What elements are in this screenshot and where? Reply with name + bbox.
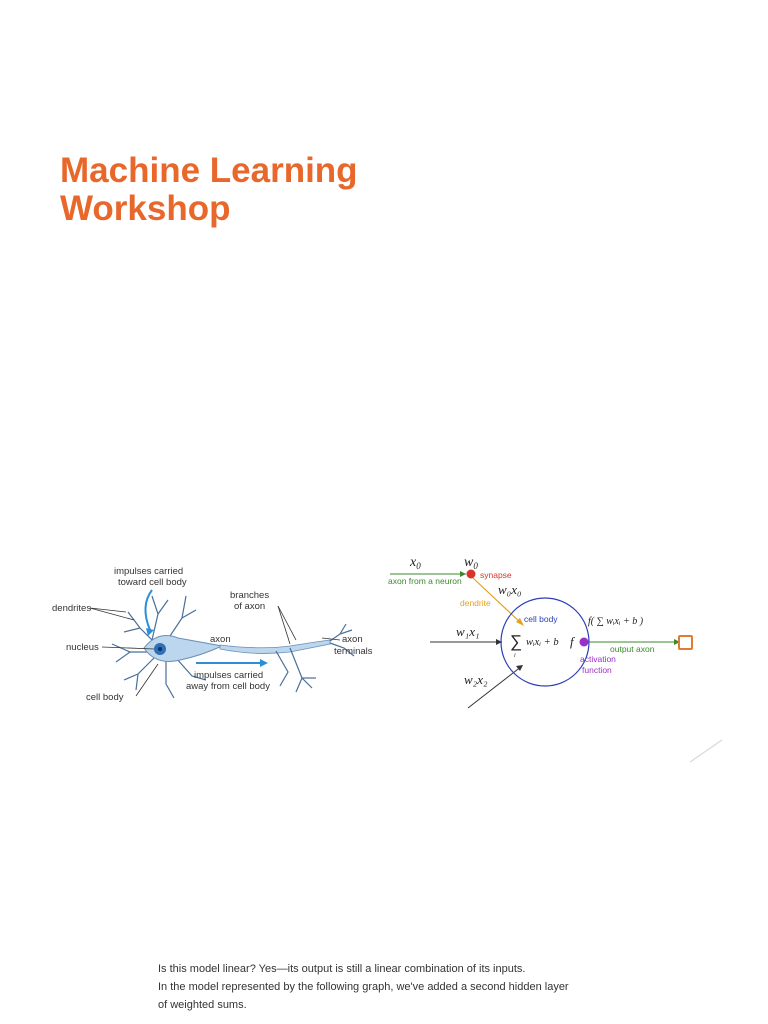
label-axon-from-neuron: axon from a neuron (388, 576, 462, 586)
label-w2x2: w₂x₂ (464, 672, 488, 687)
label-w1x1: w₁x₁ (456, 624, 479, 639)
title-line-1: Machine Learning (60, 151, 358, 190)
label-impulses-toward: impulses carried toward cell body (114, 566, 187, 588)
impulse-toward-arrow (144, 589, 153, 631)
label-axon-terminals: axon terminals (334, 634, 373, 657)
label-dendrites: dendrites (52, 603, 91, 614)
label-synapse: synapse (480, 570, 512, 580)
neuron-diagram: impulses carried toward cell body branch… (52, 566, 373, 703)
dendrite-branches (111, 595, 207, 699)
axon-terminal-branches (275, 623, 355, 693)
page-title: Machine Learning Workshop (60, 152, 358, 228)
caption-line-2: In the model represented by the followin… (158, 981, 569, 993)
label-activation-expression: f( ∑ wᵢxᵢ + b ) (588, 616, 644, 627)
neuron-model-diagram: x0 w0 axon from a neuron synapse w₀x₀ de… (388, 555, 680, 709)
label-x0: x0 (409, 555, 421, 571)
label-w0: w0 (464, 555, 478, 571)
axon-shape (219, 639, 331, 654)
label-cell-body: cell body (86, 692, 124, 703)
label-sum-symbol: ∑ (510, 632, 522, 651)
activation-dot (579, 637, 589, 647)
label-nucleus: nucleus (66, 642, 99, 653)
label-w0x0: w₀x₀ (498, 582, 521, 597)
caption-line-3: of weighted sums. (158, 999, 247, 1011)
label-dendrite: dendrite (460, 598, 491, 608)
label-axon: axon (210, 634, 231, 645)
label-impulses-away: impulses carried away from cell body (186, 670, 270, 692)
leader-lines (89, 605, 341, 697)
label-activation-function: activation function (580, 654, 618, 675)
label-f: f (570, 634, 576, 649)
checkbox[interactable] (678, 635, 693, 650)
title-line-2: Workshop (60, 189, 231, 228)
caption-line-1: Is this model linear? Yes—its output is … (158, 963, 526, 975)
label-output-axon: output axon (610, 644, 655, 654)
label-sum-expression: wᵢxᵢ + b (526, 637, 559, 648)
label-cell-body: cell body (524, 614, 558, 624)
pen-stroke-mark (689, 739, 723, 763)
label-branches: branches of axon (230, 590, 272, 612)
caption-text: Is this model linear? Yes—its output is … (158, 960, 628, 1014)
dendrite-line (472, 577, 523, 625)
label-sum-index: i (514, 653, 516, 659)
synapse-dot (466, 569, 476, 579)
